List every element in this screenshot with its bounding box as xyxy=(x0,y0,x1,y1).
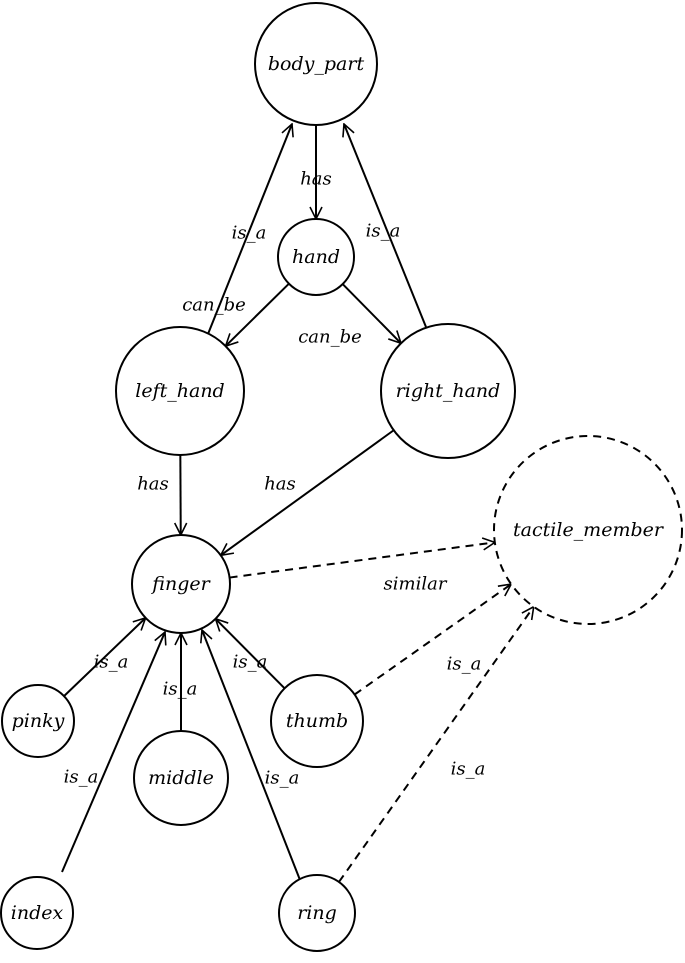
node-label: finger xyxy=(150,573,211,595)
edge-label: can_be xyxy=(182,295,246,316)
node-label: middle xyxy=(148,767,214,789)
edge-label: similar xyxy=(384,574,448,595)
node-finger: finger xyxy=(132,535,230,633)
edge-label: has xyxy=(300,169,332,190)
node-label: body_part xyxy=(268,53,365,75)
node-label: left_hand xyxy=(135,380,224,402)
node-label: hand xyxy=(292,246,340,268)
edge-label: is_a xyxy=(447,654,482,675)
node-ring: ring xyxy=(279,875,355,951)
edge-label: is_a xyxy=(94,652,129,673)
edge-label: is_a xyxy=(233,652,268,673)
node-left-hand: left_hand xyxy=(116,327,244,455)
node-middle: middle xyxy=(134,731,228,825)
node-label: index xyxy=(11,902,64,924)
edge-finger-to-tactile-member xyxy=(230,542,495,577)
node-label: tactile_member xyxy=(513,519,665,541)
edge-label: is_a xyxy=(163,679,198,700)
node-pinky: pinky xyxy=(2,685,74,757)
edge-label: is_a xyxy=(451,759,486,780)
edge-label: is_a xyxy=(366,221,401,242)
node-thumb: thumb xyxy=(271,675,363,767)
edge-label: is_a xyxy=(232,223,267,244)
edge-label: can_be xyxy=(298,327,362,348)
edge-label: has xyxy=(137,474,169,495)
edge-right-hand-to-finger xyxy=(221,430,394,555)
edge-label: is_a xyxy=(64,767,99,788)
node-index: index xyxy=(1,877,73,949)
edge-label: is_a xyxy=(265,768,300,789)
node-label: right_hand xyxy=(396,380,501,402)
node-right-hand: right_hand xyxy=(381,324,515,458)
edge-label: has xyxy=(264,474,296,495)
node-label: thumb xyxy=(286,710,348,732)
node-body-part: body_part xyxy=(255,3,377,125)
node-label: pinky xyxy=(12,710,65,732)
node-tactile-member: tactile_member xyxy=(494,436,682,624)
node-label: ring xyxy=(297,902,337,924)
edge-ring-to-tactile-member xyxy=(339,607,534,882)
edge-thumb-to-tactile-member xyxy=(355,584,512,694)
node-hand: hand xyxy=(278,219,354,295)
